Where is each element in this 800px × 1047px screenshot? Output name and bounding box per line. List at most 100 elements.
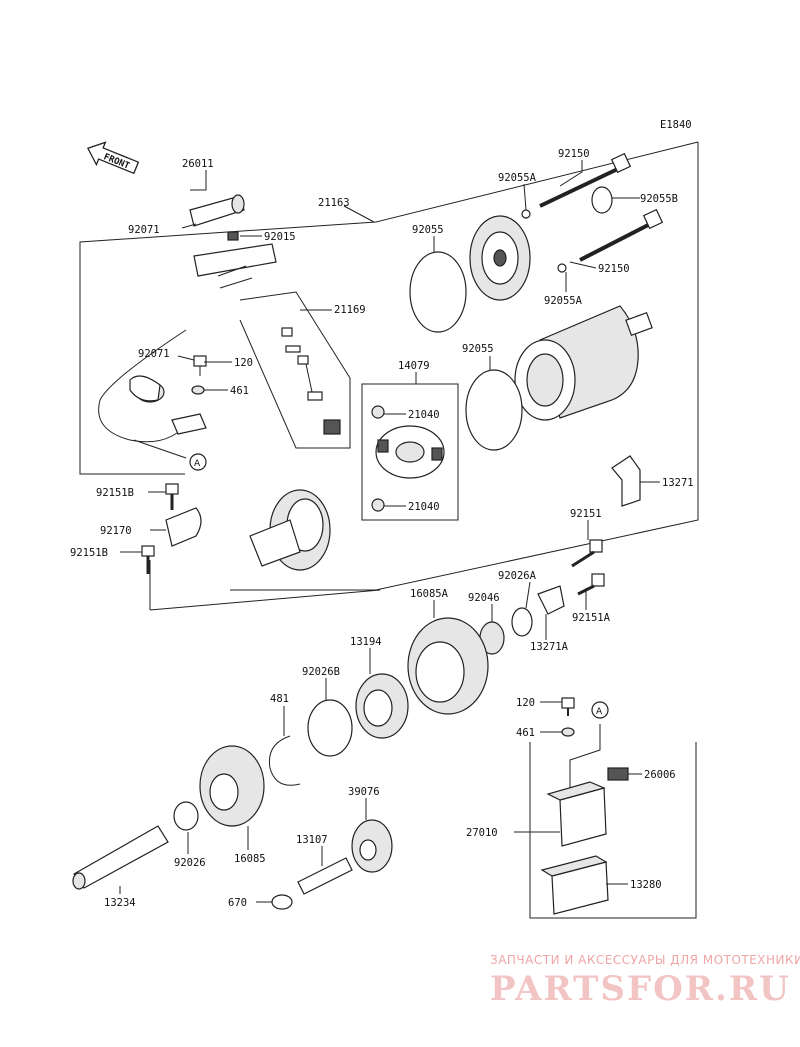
label-92170: 92170 [100, 525, 132, 537]
label-92151A: 92151A [572, 612, 611, 624]
part-120-bolt-top [193, 355, 207, 376]
part-92170-clamp [165, 507, 202, 547]
label-92150-top: 92150 [558, 148, 590, 160]
frame-92151-bottom [149, 589, 381, 611]
label-92026A: 92026A [498, 570, 537, 582]
part-670-oring [271, 894, 293, 910]
label-92055A-top: 92055A [498, 172, 537, 184]
label-27010: 27010 [466, 827, 498, 839]
label-14079: 14079 [398, 360, 430, 372]
label-16085A: 16085A [410, 588, 449, 600]
part-481-snap-ring [268, 735, 301, 786]
part-92055-oring-mid [465, 369, 523, 451]
frame-21163 [230, 142, 699, 591]
frame-21163-top [79, 141, 699, 475]
label-92071-mid: 92071 [138, 348, 170, 360]
part-92015-screw [227, 231, 239, 241]
label-92071-top: 92071 [128, 224, 160, 236]
front-arrow-icon: FRONT [86, 141, 140, 175]
label-92151: 92151 [570, 508, 602, 520]
relay-lead [569, 724, 601, 790]
part-92151-bolt [571, 539, 603, 568]
part-16085-gear [199, 745, 265, 827]
label-92055-top: 92055 [412, 224, 444, 236]
watermark-logo: PARTSFOR.RU [490, 969, 791, 1009]
part-92055B-oring [591, 186, 613, 214]
part-front-cover [249, 489, 331, 571]
part-21169-brush-set [281, 327, 341, 435]
part-13234-shaft [72, 825, 169, 890]
diagram-code: E1840 [660, 119, 692, 131]
part-26006-fuse [607, 767, 629, 781]
part-92055A-oring-top [521, 209, 531, 219]
part-92055-oring-upper [409, 251, 467, 333]
label-13234: 13234 [104, 897, 136, 909]
part-92151B-bolt-bot [141, 545, 155, 574]
label-26006: 26006 [644, 769, 676, 781]
part-26011-cap [189, 194, 245, 227]
label-92055-mid: 92055 [462, 343, 494, 355]
label-16085: 16085 [234, 853, 266, 865]
part-92150-bolt-mid [579, 208, 664, 262]
part-92026A-washer [511, 607, 533, 637]
part-92055A-oring-mid [557, 263, 567, 273]
part-92151B-bolt-top [165, 483, 179, 510]
label-92046: 92046 [468, 592, 500, 604]
part-end-cover [469, 215, 531, 301]
label-120-top: 120 [234, 357, 253, 369]
part-120-bolt-bottom [561, 697, 575, 716]
part-motor-yoke [514, 305, 653, 421]
part-92151A-bolt [577, 573, 605, 596]
frame-27010 [529, 742, 697, 919]
svg-text:A: A [596, 707, 603, 717]
label-461-top: 461 [230, 385, 249, 397]
label-13194: 13194 [350, 636, 382, 648]
part-461-washer-bottom [561, 727, 575, 737]
label-39076: 39076 [348, 786, 380, 798]
part-terminal-plate [193, 243, 277, 289]
part-92150-bolt-top [539, 152, 632, 208]
part-16085A-gear [407, 617, 489, 715]
label-481: 481 [270, 693, 289, 705]
part-14079-brush-plate [371, 405, 445, 512]
label-92015: 92015 [264, 231, 296, 243]
svg-text:A: A [194, 459, 201, 469]
label-92026B: 92026B [302, 666, 340, 678]
label-13280: 13280 [630, 879, 662, 891]
part-13107-shaft [297, 857, 353, 895]
label-21040-top: 21040 [408, 409, 440, 421]
frame-14079 [361, 383, 459, 521]
label-92055B: 92055B [640, 193, 678, 205]
part-13271-bracket [611, 455, 641, 507]
label-21040-bot: 21040 [408, 501, 440, 513]
label-670: 670 [228, 897, 247, 909]
leader-lines [119, 160, 660, 903]
label-92150-mid: 92150 [598, 263, 630, 275]
label-13271A: 13271A [530, 641, 569, 653]
label-13107: 13107 [296, 834, 328, 846]
ref-circle-a-upper: A [189, 453, 207, 471]
label-92151B-bot: 92151B [70, 547, 108, 559]
part-13271A-bracket [537, 585, 565, 615]
label-120-bot: 120 [516, 697, 535, 709]
part-13280-cover [540, 855, 609, 915]
part-39076-gear [351, 819, 393, 873]
ref-circle-a-lower: A [591, 701, 609, 719]
label-92055A-mid: 92055A [544, 295, 583, 307]
part-13194-clutch [355, 673, 409, 739]
part-92026B-ring [307, 699, 353, 757]
label-92026: 92026 [174, 857, 206, 869]
label-26011: 26011 [182, 158, 214, 170]
part-27010-relay [546, 781, 607, 847]
part-461-washer-top [191, 385, 205, 395]
watermark-tagline: ЗАПЧАСТИ И АКСЕССУАРЫ ДЛЯ МОТОТЕХНИКИ [490, 953, 800, 967]
label-461-bot: 461 [516, 727, 535, 739]
part-92071-cable [98, 329, 207, 459]
part-92026-collar [173, 801, 199, 831]
label-92151B-top: 92151B [96, 487, 134, 499]
label-21169: 21169 [334, 304, 366, 316]
frame-21169 [239, 291, 351, 449]
label-21163: 21163 [318, 197, 350, 209]
label-13271: 13271 [662, 477, 694, 489]
